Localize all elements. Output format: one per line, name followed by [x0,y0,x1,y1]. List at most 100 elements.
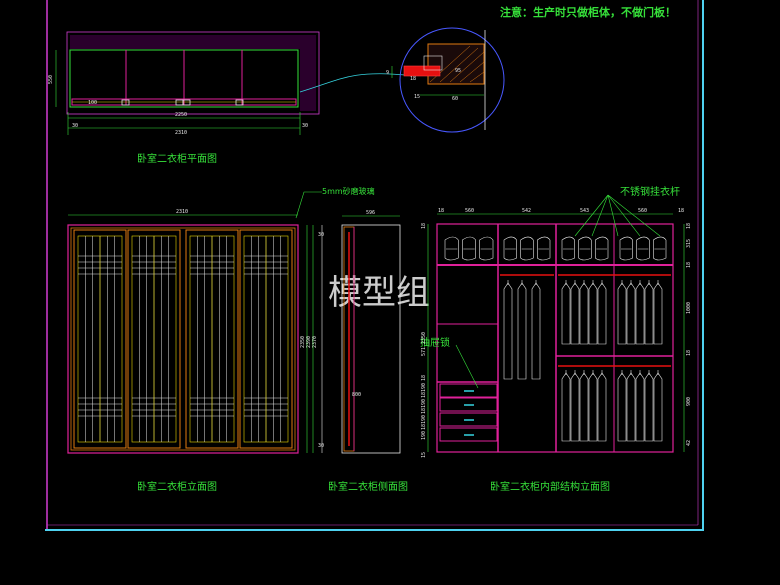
elev-inner [70,227,296,451]
dimension-label: 18 [421,223,427,229]
interior-hangers [503,280,663,442]
folded-item [561,236,575,261]
front-elevation: 2310 2350 2390 2370 30 30 卧室二衣柜立面图 [67,209,324,493]
folded-item [503,236,517,261]
dimension-label: 18 [686,262,692,268]
dimension-label: 18 [438,208,444,214]
dimension-label: 18 [421,408,427,414]
detail-dim-hatch: 95 [455,68,461,74]
glass-callout: 5mm砂磨玻璃 [322,186,375,196]
garment [588,372,598,442]
detail-hatch-lines [429,45,485,83]
drawer-lock-leader [455,344,479,389]
garment [635,372,645,442]
door-panel [73,229,127,449]
interior-folded-items [444,236,667,261]
drawer [439,427,498,442]
plan-dim-inner: 2250 [175,112,187,118]
dimension-label: 18 [686,223,692,229]
garment [626,282,636,345]
elev-dim-width: 2310 [176,209,188,215]
glass-callout-leader [295,191,322,219]
elev-dim-top-gap: 30 [318,232,324,238]
plan-dim-end-right: 30 [302,123,308,129]
plan-wall-hatch [66,31,320,115]
plan-door-handle [121,99,130,106]
elevation-title: 卧室二衣柜立面图 [137,480,217,493]
dimension-label: 18 [686,350,692,356]
garment [597,372,607,442]
elev-door-panels [73,229,293,449]
drawer [439,412,498,427]
plan-detail-leader [299,73,406,93]
dimension-label: 571 [421,347,427,356]
plan-door-handle [235,99,244,106]
detail-dim-bottom: 60 [452,96,458,102]
detail-profile [403,65,441,77]
dimension-label: 42 [686,440,692,446]
dimension-label: 18 [421,424,427,430]
elev-outer [67,224,299,454]
plan-dim-door-gap: 100 [88,100,97,106]
garment [579,282,589,345]
garment [588,282,598,345]
interior-drawers [439,383,498,442]
door-panel [239,229,293,449]
garment [644,372,654,442]
dimension-label: 2350 [421,332,427,344]
dimension-label: 15 [421,452,427,458]
side-title: 卧室二衣柜侧面图 [328,480,408,493]
plan-door-handle [175,99,184,106]
production-note: 注意：生产时只做柜体，不做门板！ [500,5,676,19]
plan-detail-circle: 9 18 95 15 60 [386,27,505,133]
dimension-label: 560 [465,208,474,214]
side-view: 5mm砂磨玻璃 596 800 卧室二衣柜侧面图 [295,186,408,493]
dimension-label: 190 [421,383,427,392]
side-dim-depth: 596 [366,210,375,216]
folded-item [653,236,667,261]
garment [597,282,607,345]
drawer [439,397,498,412]
side-dim-inner: 800 [352,392,361,398]
folded-item [578,236,592,261]
folded-item [520,236,534,261]
elev-dim-height-3: 2370 [312,336,318,348]
rod-callout-leader [574,194,661,237]
plan-title: 卧室二衣柜平面图 [137,152,217,165]
detail-circle-outline [399,27,505,133]
interior-title: 卧室二衣柜内部结构立面图 [490,480,610,493]
garment [653,282,663,345]
dimension-label: 560 [638,208,647,214]
door-panel [127,229,181,449]
plan-wall-hatch-dots [70,35,316,111]
detail-dim-top: 18 [410,76,416,82]
folded-item [619,236,633,261]
garment [561,372,571,442]
folded-item [444,236,459,261]
detail-dim-side: 15 [414,94,420,100]
dimension-label: 315 [686,239,692,248]
interior-outer [436,223,674,453]
garment [579,372,589,442]
door-panel [185,229,239,449]
garment [561,282,571,345]
garment [570,282,580,345]
plan-dim-end-left: 30 [72,123,78,129]
dimension-label: 190 [421,415,427,424]
dimension-label: 190 [421,399,427,408]
elev-dim-height-2: 2390 [306,336,312,348]
dimension-label: 1000 [686,302,692,314]
side-outer [341,224,401,454]
dimension-label: 18 [421,375,427,381]
garment [653,372,663,442]
drawer-lock-callout: 抽屉锁 [420,336,450,349]
garment [626,372,636,442]
elev-dim-bottom-gap: 30 [318,443,324,449]
detail-dim-small: 9 [386,70,389,76]
watermark: 模型组 [328,273,430,313]
plan-view: 550 100 2250 2310 30 30 卧室二衣柜平面图 [48,31,406,165]
